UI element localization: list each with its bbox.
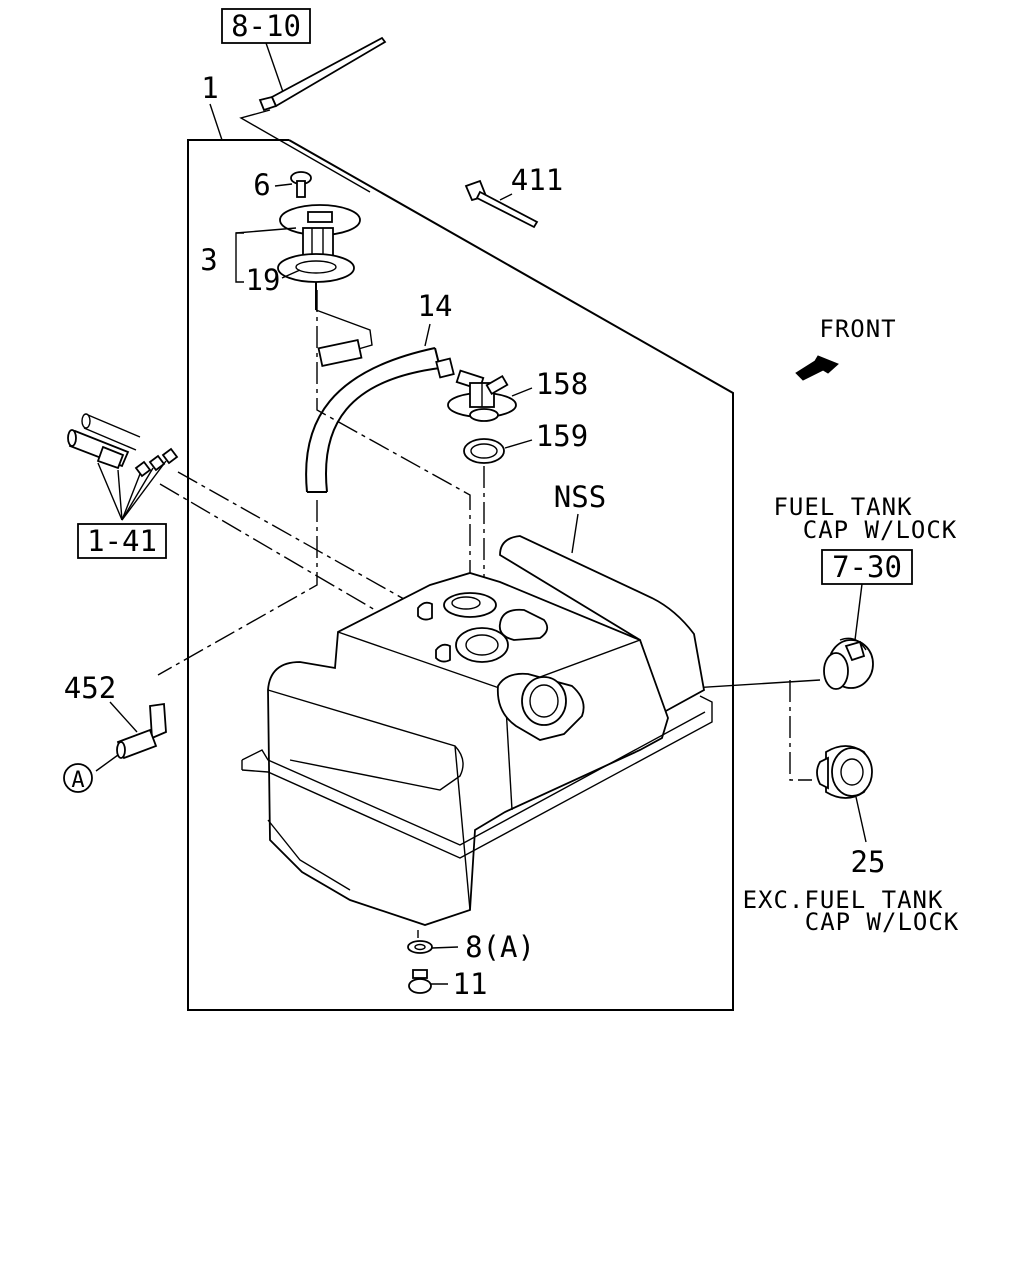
leader-8a bbox=[431, 946, 459, 949]
front-arrow-icon bbox=[795, 355, 839, 381]
gasket-8a[interactable] bbox=[407, 940, 433, 954]
ref-box-7-30[interactable]: 7-30 bbox=[821, 549, 913, 585]
front-label: FRONT bbox=[819, 315, 896, 343]
fuel-pump-unit-3[interactable] bbox=[277, 204, 373, 368]
leader-14 bbox=[424, 323, 431, 347]
ref-box-8-10[interactable]: 8-10 bbox=[221, 8, 311, 44]
ref-box-1-41[interactable]: 1-41 bbox=[77, 523, 167, 559]
locking-fuel-cap[interactable] bbox=[823, 637, 874, 690]
gasket-159[interactable] bbox=[463, 438, 505, 464]
leader-nss bbox=[571, 513, 579, 554]
leader-452 bbox=[109, 701, 138, 733]
callout-452: 452 bbox=[64, 671, 116, 705]
connector-452[interactable] bbox=[116, 702, 167, 760]
leader-6 bbox=[274, 183, 293, 187]
fuel-hose-14[interactable] bbox=[305, 347, 455, 493]
ref-leaders-1-41 bbox=[97, 460, 167, 521]
leader-a bbox=[95, 754, 119, 772]
sender-unit-158[interactable] bbox=[447, 369, 517, 422]
callout-19: 19 bbox=[246, 263, 281, 297]
fuel-cap-25[interactable] bbox=[816, 745, 873, 799]
callout-25: 25 bbox=[851, 845, 886, 879]
assembly-frame bbox=[187, 139, 734, 1011]
dash-clip-1 bbox=[177, 471, 421, 609]
drain-plug-11[interactable] bbox=[408, 969, 432, 994]
ref-7-30-label: 7-30 bbox=[832, 550, 902, 584]
leader-159 bbox=[504, 439, 533, 449]
leader-7-30 bbox=[854, 583, 863, 641]
callout-1: 1 bbox=[201, 71, 218, 105]
callout-6: 6 bbox=[253, 168, 270, 202]
leader-strap-frame bbox=[239, 109, 371, 193]
leader-3 bbox=[235, 227, 297, 234]
tie-strap-8-10 bbox=[258, 36, 387, 112]
lock-cap-note-line2: CAP W/LOCK bbox=[803, 516, 958, 544]
screw-6[interactable] bbox=[290, 171, 312, 198]
leader-19 bbox=[281, 269, 301, 279]
leader-158 bbox=[511, 387, 533, 397]
callout-11: 11 bbox=[453, 967, 488, 1001]
dash-hose-to-connector bbox=[157, 500, 318, 676]
lock-cap-note-line1: FUEL TANK bbox=[773, 493, 912, 521]
callout-158: 158 bbox=[536, 367, 588, 401]
exc-cap-note-line1: EXC.FUEL TANK bbox=[743, 886, 944, 914]
callout-159: 159 bbox=[536, 419, 588, 453]
dash-cap-25 bbox=[789, 680, 812, 781]
hose-clips bbox=[67, 413, 179, 478]
circle-a-marker: A bbox=[63, 763, 93, 793]
leader-25 bbox=[855, 796, 867, 843]
leader-411 bbox=[499, 193, 513, 201]
leader-1 bbox=[209, 103, 223, 141]
dash-pump-to-tank bbox=[316, 290, 471, 603]
fuel-tank[interactable] bbox=[241, 535, 713, 926]
callout-nss: NSS bbox=[554, 480, 606, 514]
callout-14: 14 bbox=[418, 289, 453, 323]
cable-tie-411[interactable] bbox=[464, 179, 539, 229]
callout-3: 3 bbox=[200, 243, 217, 277]
exc-cap-note-line2: CAP W/LOCK bbox=[805, 908, 960, 936]
circle-a-label: A bbox=[71, 768, 84, 793]
callout-8a: 8(A) bbox=[465, 930, 535, 964]
callout-411: 411 bbox=[511, 163, 563, 197]
bracket-3 bbox=[235, 232, 244, 283]
ref-1-41-label: 1-41 bbox=[87, 524, 157, 558]
leader-8-10 bbox=[265, 42, 284, 93]
ref-8-10-label: 8-10 bbox=[231, 9, 301, 43]
